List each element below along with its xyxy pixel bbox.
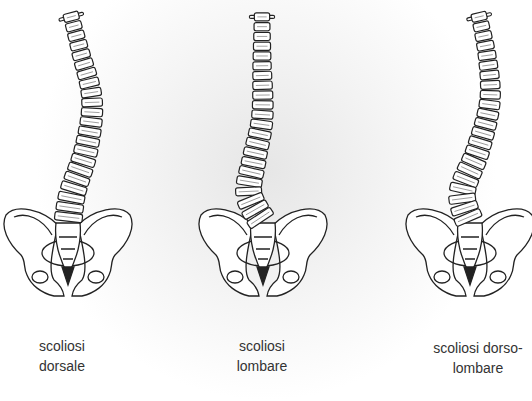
vertebra	[480, 80, 500, 89]
vertebra	[478, 50, 497, 61]
vertebra	[476, 40, 494, 51]
spine-figure	[199, 12, 327, 296]
caption-label: scoliosi dorso-lombare	[428, 338, 528, 378]
spine-figure	[406, 10, 532, 296]
vertebra	[236, 176, 262, 188]
pelvis	[4, 209, 132, 296]
vertebra	[253, 81, 273, 90]
vertebra	[254, 32, 270, 40]
vertebra	[454, 208, 483, 226]
vertebra	[253, 42, 270, 50]
pelvis	[406, 209, 532, 296]
vertebra	[253, 91, 273, 99]
vertebra	[475, 30, 493, 41]
vertebra	[253, 52, 271, 60]
vertebra	[253, 71, 272, 80]
pelvis	[199, 209, 327, 296]
vertebra	[81, 87, 102, 98]
vertebra	[254, 23, 270, 31]
vertebra	[82, 98, 103, 107]
spine-figure	[4, 9, 132, 296]
vertebra	[480, 70, 500, 80]
vertebra	[249, 13, 274, 21]
vertebra	[252, 110, 274, 119]
caption-label: scoliosi lombare	[217, 336, 307, 376]
vertebra	[246, 207, 274, 229]
vertebra	[80, 117, 103, 128]
caption-label: scoliosi dorsale	[17, 336, 107, 376]
vertebra	[252, 101, 273, 109]
vertebra	[480, 90, 500, 99]
vertebra	[54, 211, 82, 222]
vertebra	[253, 62, 271, 70]
vertebra	[81, 107, 103, 116]
vertebra	[479, 60, 498, 71]
